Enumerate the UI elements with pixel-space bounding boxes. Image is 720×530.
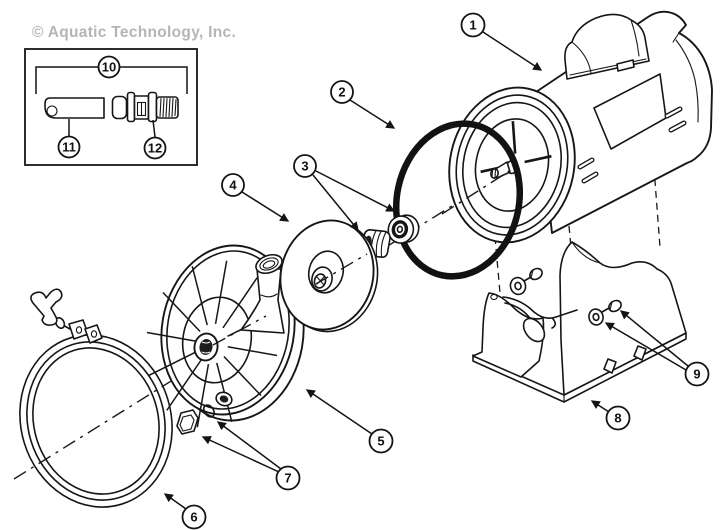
callout-8: 8 <box>605 405 631 431</box>
tubing-illustration <box>44 97 105 119</box>
callout-7-label: 7 <box>284 471 291 486</box>
callout-4-label: 4 <box>229 178 237 193</box>
callout-6: 6 <box>181 504 207 530</box>
callout-10: 10 <box>97 55 121 79</box>
clamp-knob <box>30 288 63 326</box>
shaft-seal-illustration <box>361 214 420 258</box>
pump-housing-illustration <box>132 244 305 439</box>
motor-base-illustration <box>472 241 687 403</box>
callout-3: 3 <box>293 154 317 178</box>
housing-port <box>240 253 285 334</box>
callout-1-label: 1 <box>469 18 476 33</box>
callout-4: 4 <box>221 173 245 197</box>
callout-11: 11 <box>57 135 81 159</box>
drain-plug-illustration <box>176 404 216 435</box>
callout-5: 5 <box>368 428 394 454</box>
callout-2-label: 2 <box>338 85 345 100</box>
callout-leaders <box>163 31 689 510</box>
callout-10-label: 10 <box>102 60 116 75</box>
callout-12-label: 12 <box>148 141 162 156</box>
clamp-ring-illustration <box>19 288 173 508</box>
callout-1: 1 <box>460 12 486 38</box>
impeller-illustration <box>279 219 379 333</box>
housing-ribs <box>132 249 291 438</box>
callout-2: 2 <box>330 80 354 104</box>
callout-12: 12 <box>143 136 167 160</box>
axis-overlay-impeller <box>315 253 368 285</box>
callout-9: 9 <box>684 361 710 387</box>
callout-7: 7 <box>275 465 301 491</box>
fitting-illustration <box>111 91 179 123</box>
mounting-screws-illustration <box>509 267 622 326</box>
callout-9-label: 9 <box>693 367 700 382</box>
o-ring-illustration <box>392 120 524 280</box>
callout-8-label: 8 <box>614 411 621 426</box>
axis-overlay-motor <box>441 167 515 215</box>
axis-overlay-housing <box>212 315 267 346</box>
callout-3-label: 3 <box>301 159 308 174</box>
callout-11-label: 11 <box>62 140 76 155</box>
callout-balloons: 1 2 3 4 5 6 7 8 <box>57 12 710 530</box>
vent-slots <box>577 106 687 184</box>
callout-5-label: 5 <box>377 434 384 449</box>
watermark-text: © Aquatic Technology, Inc. <box>32 24 236 41</box>
callout-6-label: 6 <box>190 510 197 525</box>
